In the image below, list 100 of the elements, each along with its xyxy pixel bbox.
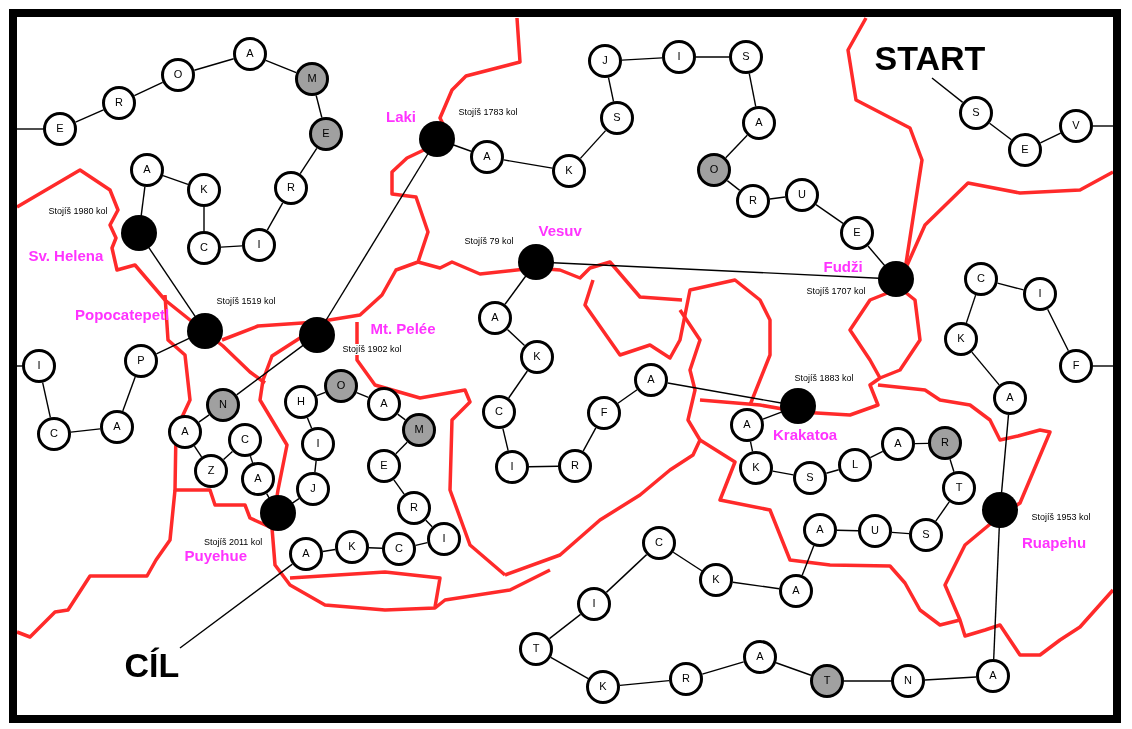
connector-line bbox=[503, 159, 553, 169]
connector-line bbox=[1092, 125, 1114, 127]
shaded-space-circle: E bbox=[309, 117, 343, 151]
connector-line bbox=[356, 391, 369, 399]
space-circle: Z bbox=[194, 454, 228, 488]
turn-wait-note: Stojíš 1883 kol bbox=[793, 372, 855, 384]
connector-line bbox=[582, 427, 597, 452]
space-circle: I bbox=[301, 427, 335, 461]
space-circle: K bbox=[335, 530, 369, 564]
connector-line bbox=[265, 59, 297, 74]
connector-line bbox=[393, 479, 405, 495]
connector-line bbox=[368, 547, 383, 549]
shaded-space-circle: R bbox=[928, 426, 962, 460]
connector-line bbox=[316, 391, 326, 397]
shaded-space-circle: O bbox=[324, 369, 358, 403]
space-circle: I bbox=[495, 450, 529, 484]
connector-line bbox=[836, 529, 859, 532]
connector-line bbox=[155, 337, 191, 355]
connector-line bbox=[726, 179, 741, 192]
space-circle: A bbox=[168, 415, 202, 449]
space-circle: A bbox=[742, 106, 776, 140]
volcano-marker bbox=[982, 492, 1018, 528]
space-circle: U bbox=[858, 514, 892, 548]
connector-line bbox=[607, 76, 615, 103]
space-circle: C bbox=[642, 526, 676, 560]
connector-line bbox=[762, 411, 783, 420]
turn-wait-note: Stojíš 79 kol bbox=[463, 235, 515, 247]
turn-wait-note: Stojíš 1902 kol bbox=[341, 343, 403, 355]
finish-label: CÍL bbox=[124, 647, 180, 683]
connector-line bbox=[266, 202, 284, 231]
space-circle: I bbox=[22, 349, 56, 383]
connector-line bbox=[749, 440, 754, 453]
connector-line bbox=[935, 501, 950, 522]
connector-line bbox=[996, 282, 1025, 291]
connector-line bbox=[801, 545, 815, 576]
space-circle: C bbox=[187, 231, 221, 265]
connector-line bbox=[504, 275, 527, 305]
space-circle: R bbox=[736, 184, 770, 218]
connector-line bbox=[147, 246, 197, 318]
connector-line bbox=[971, 351, 1000, 386]
connector-line bbox=[772, 470, 794, 476]
connector-line bbox=[775, 662, 812, 676]
connector-line bbox=[695, 56, 730, 58]
leader-line bbox=[179, 563, 294, 649]
connector-line bbox=[41, 381, 52, 419]
turn-wait-note: Stojíš 1953 kol bbox=[1030, 511, 1092, 523]
space-circle: S bbox=[909, 518, 943, 552]
space-circle: S bbox=[959, 96, 993, 130]
space-circle: I bbox=[242, 228, 276, 262]
space-circle: E bbox=[43, 112, 77, 146]
connector-line bbox=[325, 152, 429, 322]
volcano-marker bbox=[878, 261, 914, 297]
space-circle: U bbox=[785, 178, 819, 212]
space-circle: R bbox=[397, 491, 431, 525]
turn-wait-note: Stojíš 1783 kol bbox=[457, 106, 519, 118]
space-circle: K bbox=[552, 154, 586, 188]
connector-line bbox=[672, 551, 703, 572]
space-circle: K bbox=[520, 340, 554, 374]
connector-line bbox=[815, 203, 844, 225]
space-circle: F bbox=[587, 396, 621, 430]
space-circle: L bbox=[838, 448, 872, 482]
space-circle: H bbox=[284, 385, 318, 419]
space-circle: A bbox=[743, 640, 777, 674]
connector-line bbox=[1039, 132, 1062, 144]
connector-line bbox=[249, 455, 254, 464]
connector-line bbox=[452, 144, 472, 152]
connector-line bbox=[605, 553, 648, 594]
space-circle: R bbox=[274, 171, 308, 205]
volcano-marker bbox=[518, 244, 554, 280]
connector-line bbox=[506, 328, 526, 347]
space-circle: I bbox=[577, 587, 611, 621]
connector-line bbox=[222, 450, 234, 461]
volcano-name: Laki bbox=[386, 107, 416, 125]
space-circle: K bbox=[187, 173, 221, 207]
volcano-marker bbox=[187, 313, 223, 349]
connector-line bbox=[322, 548, 336, 553]
space-circle: J bbox=[588, 44, 622, 78]
space-circle: A bbox=[730, 408, 764, 442]
connector-line bbox=[235, 344, 305, 396]
space-circle: A bbox=[779, 574, 813, 608]
shaded-space-circle: O bbox=[697, 153, 731, 187]
connector-line bbox=[162, 174, 189, 186]
connector-line bbox=[619, 679, 670, 687]
space-circle: K bbox=[586, 670, 620, 704]
space-circle: P bbox=[124, 344, 158, 378]
connector-line bbox=[550, 656, 589, 680]
connector-line bbox=[993, 526, 1000, 660]
space-circle: K bbox=[944, 322, 978, 356]
volcano-marker bbox=[121, 215, 157, 251]
connector-line bbox=[396, 413, 407, 421]
connector-line bbox=[1000, 414, 1010, 494]
volcano-name: Puyehue bbox=[184, 546, 248, 564]
turn-wait-note: Stojíš 2011 kol bbox=[203, 536, 264, 548]
leader-line bbox=[931, 77, 964, 104]
shaded-space-circle: M bbox=[295, 62, 329, 96]
connector-line bbox=[825, 469, 840, 474]
connector-line bbox=[414, 542, 429, 546]
space-circle: V bbox=[1059, 109, 1093, 143]
connector-line bbox=[552, 262, 880, 279]
turn-wait-note: Stojíš 1980 kol bbox=[47, 205, 109, 217]
